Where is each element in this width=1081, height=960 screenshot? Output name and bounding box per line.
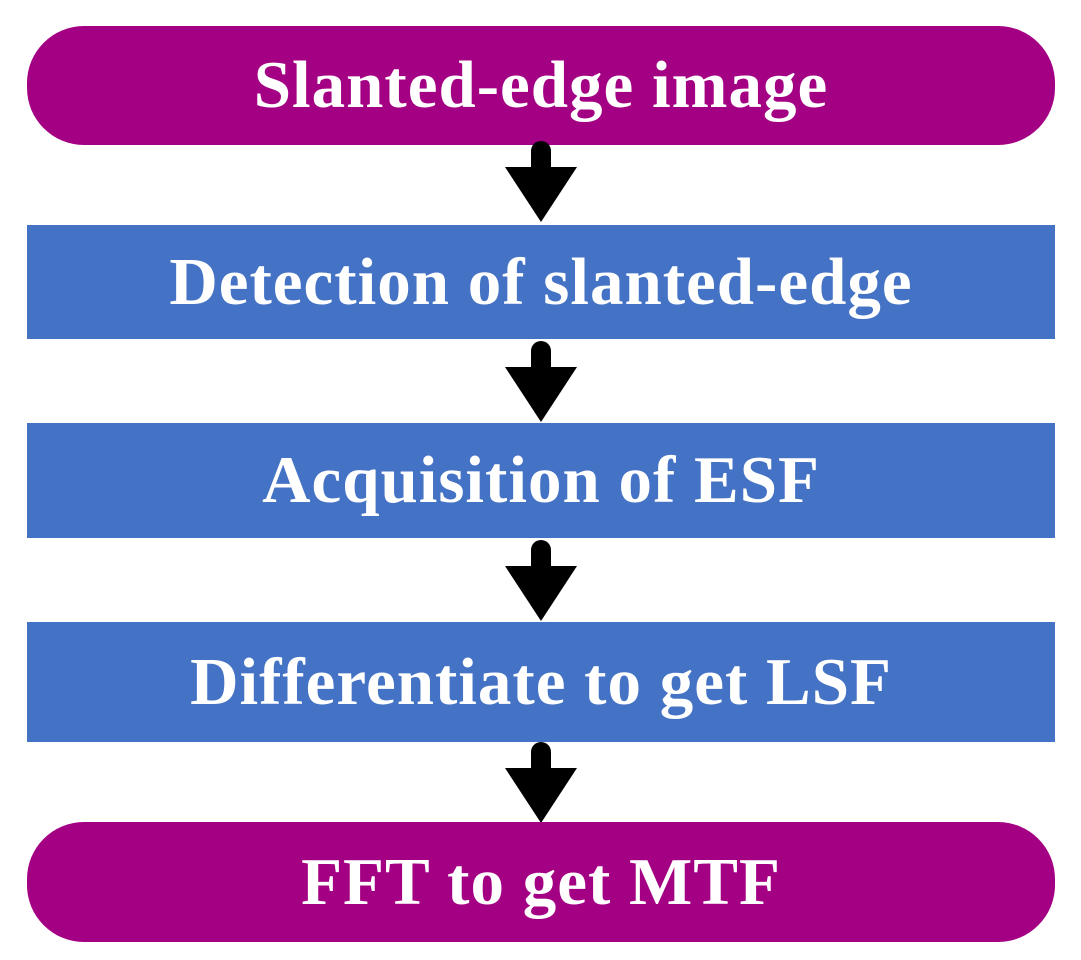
down-arrow-head	[504, 768, 577, 823]
flow-step-differentiate-to-get-lsf: Differentiate to get LSF	[27, 622, 1055, 742]
down-arrow-head	[504, 167, 577, 222]
flow-step-label: Differentiate to get LSF	[190, 644, 892, 719]
flow-step-detection-of-slanted-edge: Detection of slanted-edge	[27, 225, 1055, 339]
flow-step-slanted-edge-image: Slanted-edge image	[27, 26, 1055, 145]
down-arrow	[504, 141, 577, 222]
flow-step-fft-to-get-mtf: FFT to get MTF	[27, 822, 1055, 942]
down-arrow-head	[504, 566, 577, 621]
down-arrow	[504, 540, 577, 621]
down-arrow	[504, 742, 577, 823]
flow-step-label: Slanted-edge image	[253, 48, 829, 122]
flow-step-label: FFT to get MTF	[301, 844, 781, 919]
flow-step-label: Detection of slanted-edge	[169, 244, 913, 319]
down-arrow-head	[504, 367, 577, 422]
down-arrow-stem	[530, 540, 551, 568]
down-arrow	[504, 341, 577, 422]
flow-step-label: Acquisition of ESF	[262, 443, 820, 517]
down-arrow-stem	[530, 341, 551, 369]
flow-step-acquisition-of-esf: Acquisition of ESF	[27, 423, 1055, 538]
down-arrow-stem	[530, 742, 551, 770]
down-arrow-stem	[530, 141, 551, 169]
